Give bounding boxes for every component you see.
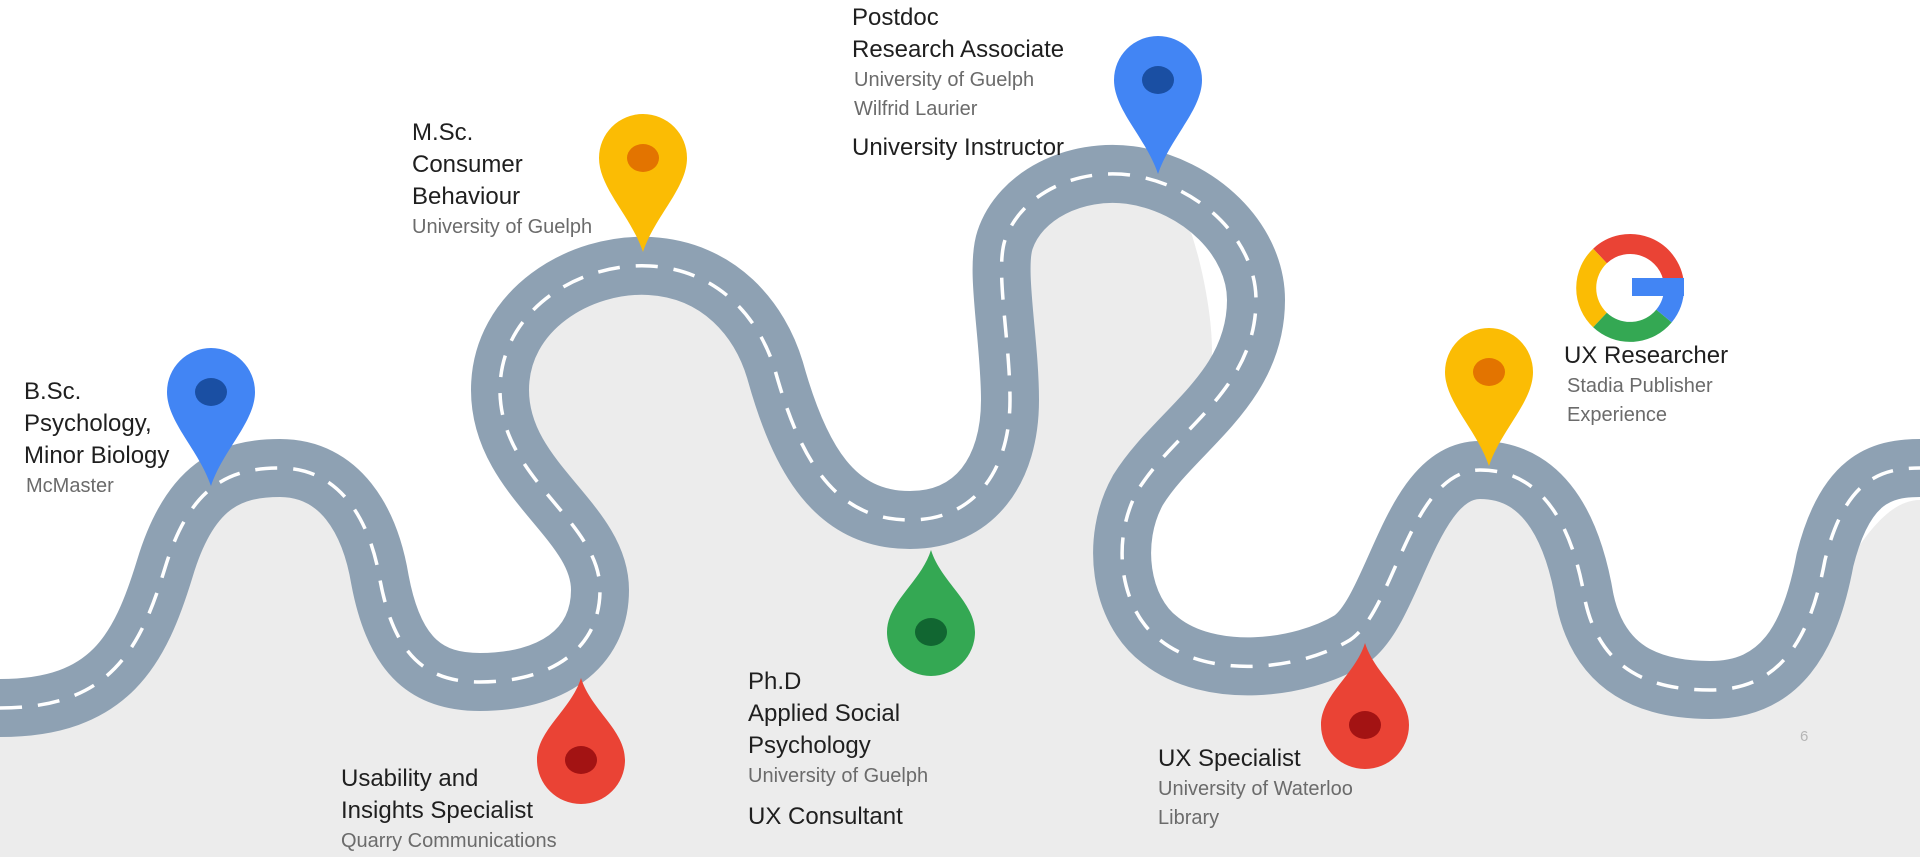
pin-usability: [537, 678, 625, 804]
milestone-usability: Usability and Insights Specialist Quarry…: [341, 763, 557, 856]
pin-phd-body: [887, 550, 975, 676]
pin-bsc-dot: [195, 378, 227, 406]
postdoc-title-1: Postdoc: [852, 4, 939, 31]
bsc-title-1: B.Sc.: [24, 378, 82, 405]
pin-uxres-dot: [1473, 358, 1505, 386]
usability-org: Quarry Communications: [341, 830, 557, 852]
uxspec-org-1: University of Waterloo: [1158, 778, 1353, 800]
phd-extra: UX Consultant: [748, 803, 903, 830]
pin-bsc: [166, 347, 255, 486]
pin-phd-dot: [915, 618, 947, 646]
milestone-uxspec: UX Specialist University of Waterloo Lib…: [1158, 743, 1353, 833]
pin-uxres: [1445, 328, 1533, 466]
pin-phd: [887, 550, 975, 676]
uxres-org-2: Experience: [1567, 404, 1668, 426]
bsc-org: McMaster: [26, 475, 114, 497]
pin-msc-body: [599, 114, 687, 252]
milestone-phd: Ph.D Applied Social Psychology Universit…: [748, 666, 928, 833]
pin-msc: [599, 114, 687, 252]
pin-usability-body: [537, 678, 625, 804]
msc-title-3: Behaviour: [412, 183, 521, 210]
pin-uxspec-dot: [1349, 711, 1381, 739]
pin-uxres-body: [1445, 328, 1533, 466]
usability-title-2: Insights Specialist: [341, 797, 534, 824]
milestone-bsc: B.Sc. Psychology, Minor Biology McMaster: [24, 376, 169, 501]
msc-title-1: M.Sc.: [412, 119, 474, 146]
road-center-dashes: [0, 172, 1920, 710]
usability-title-1: Usability and: [341, 765, 479, 792]
page-number: 6: [1800, 728, 1809, 745]
pin-postdoc: [1114, 36, 1202, 174]
milestone-postdoc: Postdoc Research Associate University of…: [852, 2, 1064, 164]
uxres-org-1: Stadia Publisher: [1567, 375, 1713, 397]
pin-postdoc-body: [1114, 36, 1202, 174]
pin-bsc-body: [166, 347, 255, 486]
pin-postdoc-dot: [1142, 66, 1174, 94]
milestone-msc: M.Sc. Consumer Behaviour University of G…: [412, 117, 592, 242]
msc-org: University of Guelph: [412, 216, 593, 238]
uxspec-title: UX Specialist: [1158, 745, 1301, 772]
pin-usability-dot: [565, 746, 597, 774]
pin-uxspec: [1321, 643, 1409, 769]
uxres-title: UX Researcher: [1564, 342, 1729, 369]
phd-title-3: Psychology: [748, 732, 871, 759]
milestone-uxres: UX Researcher Stadia Publisher Experienc…: [1564, 340, 1728, 430]
pin-uxspec-body: [1321, 643, 1409, 769]
pin-msc-dot: [627, 144, 659, 172]
postdoc-title-2: Research Associate: [852, 36, 1065, 63]
phd-title-1: Ph.D: [748, 668, 802, 695]
postdoc-extra: University Instructor: [852, 134, 1065, 161]
msc-title-2: Consumer: [412, 151, 523, 178]
bsc-title-3: Minor Biology: [24, 442, 170, 469]
google-g-logo: [1576, 234, 1685, 342]
bsc-title-2: Psychology,: [24, 410, 152, 437]
phd-org: University of Guelph: [748, 765, 929, 787]
postdoc-org-2: Wilfrid Laurier: [854, 98, 978, 120]
uxspec-org-2: Library: [1158, 807, 1220, 829]
phd-title-2: Applied Social: [748, 700, 901, 727]
postdoc-org-1: University of Guelph: [854, 69, 1035, 91]
